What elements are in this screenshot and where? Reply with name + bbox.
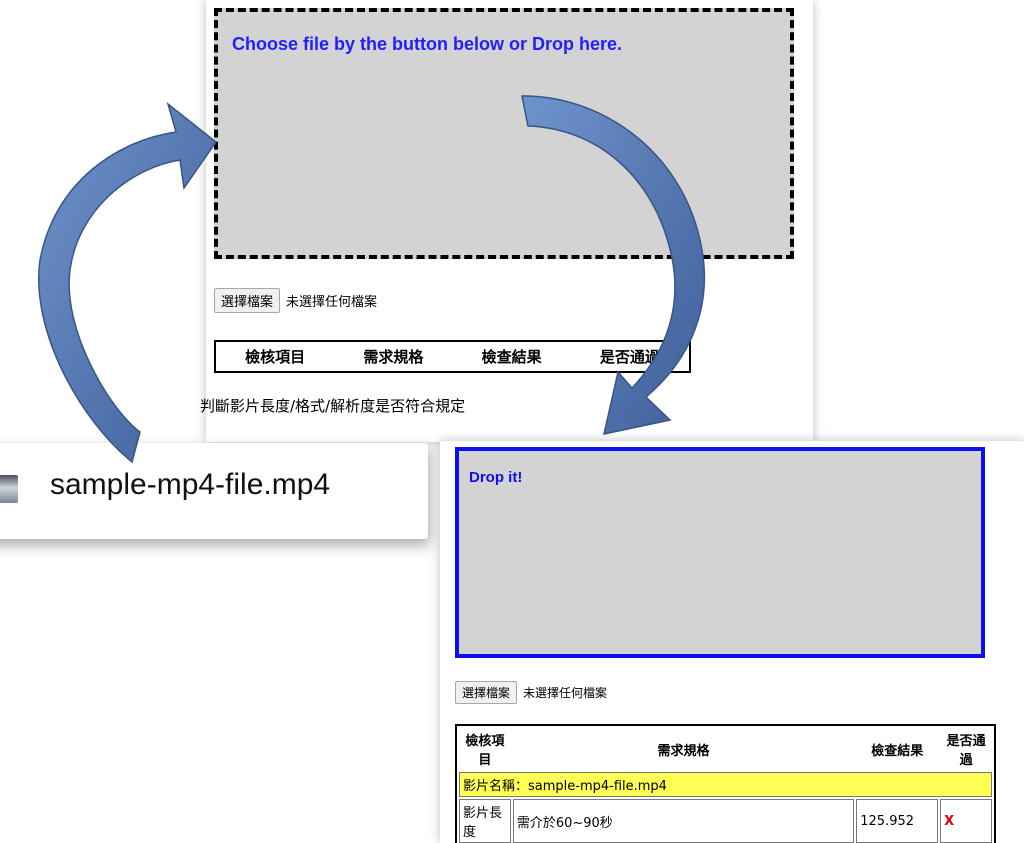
file-name: sample-mp4-file.mp4 [50, 468, 331, 501]
check-table: 檢核項目 需求規格 檢查結果 是否通過 影片名稱：sample-mp4-file… [455, 724, 996, 843]
file-status: 未選擇任何檔案 [523, 686, 608, 700]
fail-icon: X [940, 799, 992, 843]
cell-result: 125.952 [856, 799, 939, 843]
dropzone[interactable]: Choose file by the button below or Drop … [214, 8, 794, 259]
file-input-row: 選擇檔案 未選擇任何檔案 [214, 288, 377, 313]
header-result: 檢查結果 [481, 348, 542, 366]
left-curved-arrow-icon [38, 101, 218, 464]
description-text: 判斷影片長度/格式/解析度是否符合規定 [200, 397, 466, 415]
video-thumbnail-icon [0, 475, 18, 503]
dragged-file[interactable]: sample-mp4-file.mp4 [0, 443, 428, 539]
table-header-row: 檢核項目 需求規格 檢查結果 是否通過 [459, 728, 992, 770]
dropzone-drop-message: Drop it! [469, 469, 523, 486]
header-pass: 是否通過 [946, 734, 986, 768]
dropzone-instruction: Choose file by the button below or Drop … [232, 34, 623, 54]
header-requirement: 需求規格 [363, 348, 424, 366]
cell-item: 影片長度 [459, 799, 511, 843]
check-table-header: 檢核項目 需求規格 檢查結果 是否通過 [214, 340, 691, 373]
table-row: 影片名稱：sample-mp4-file.mp4 [459, 772, 992, 797]
header-check-item: 檢核項目 [245, 348, 306, 366]
video-name-row: 影片名稱：sample-mp4-file.mp4 [459, 772, 992, 797]
file-status: 未選擇任何檔案 [286, 295, 378, 310]
header-check-item: 檢核項目 [465, 734, 505, 768]
table-row: 影片長度 需介於60~90秒 125.952 X [459, 799, 992, 843]
file-input-row: 選擇檔案 未選擇任何檔案 [455, 681, 607, 704]
choose-file-button[interactable]: 選擇檔案 [214, 288, 281, 313]
choose-file-button[interactable]: 選擇檔案 [455, 681, 518, 704]
cell-spec: 需介於60~90秒 [512, 799, 855, 843]
upload-panel-before: Choose file by the button below or Drop … [200, 0, 813, 442]
dropzone-active[interactable]: Drop it! [455, 447, 985, 658]
upload-panel-after: Drop it! 選擇檔案 未選擇任何檔案 檢核項目 需求規格 檢查結果 是否通… [440, 441, 1024, 843]
header-requirement: 需求規格 [657, 743, 710, 759]
header-result: 檢查結果 [871, 743, 924, 759]
header-pass: 是否通過 [599, 348, 660, 366]
